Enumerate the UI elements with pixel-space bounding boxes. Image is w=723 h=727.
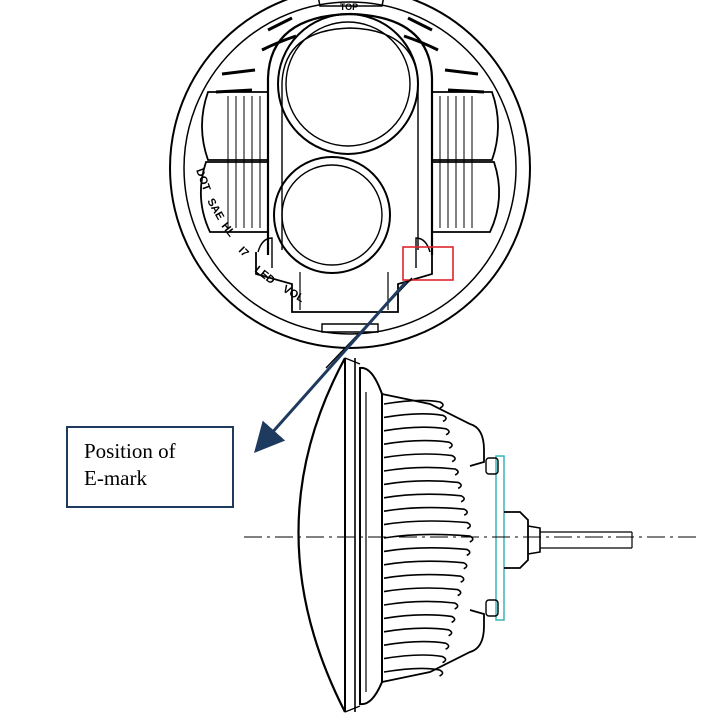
top-notch: [318, 0, 384, 7]
cooling-fin: [383, 413, 447, 423]
center-housing-inner: [281, 27, 419, 250]
side-view: [297, 357, 633, 713]
cooling-fin: [383, 640, 450, 650]
cooling-fin: [383, 466, 459, 476]
rim-marking: DOT: [193, 167, 212, 193]
cooling-fin: [383, 453, 456, 463]
cooling-fin: [383, 426, 450, 436]
cooling-fin: [383, 480, 462, 490]
cooling-fins: [383, 399, 474, 677]
cooling-fin: [383, 614, 456, 624]
bottom-tab: [321, 323, 379, 333]
upper-housing: [381, 393, 485, 467]
body-shell: [359, 366, 383, 706]
rim-marking: VOL: [281, 283, 307, 305]
cooling-fin: [383, 560, 468, 570]
lower-housing: [381, 609, 485, 683]
rim-marking: SAE: [204, 197, 226, 223]
cooling-fin: [383, 399, 444, 409]
upper-lens-inner: [285, 21, 411, 147]
inner-rim: [183, 1, 517, 335]
rim-marking: I7: [236, 245, 251, 260]
callout-box: Position of E-mark: [66, 426, 234, 508]
callout-text: Position of E-mark: [84, 439, 176, 490]
rim-marking: LED: [252, 264, 277, 287]
cable-connector: [504, 511, 529, 569]
upper-lens: [277, 13, 419, 155]
e-mark-highlight-box: [402, 246, 454, 281]
cooling-fin: [383, 587, 462, 597]
cooling-fin: [383, 573, 465, 583]
arrow-to-callout-icon: [254, 281, 408, 453]
lower-lens: [273, 156, 391, 274]
cooling-fin: [383, 627, 453, 637]
cooling-fin: [383, 493, 465, 503]
cooling-fin: [383, 520, 471, 530]
cooling-fin: [383, 600, 459, 610]
lower-mount: [255, 252, 433, 313]
lower-lens-inner: [281, 164, 383, 266]
cooling-fin: [383, 667, 444, 677]
front-view: [169, 0, 531, 349]
cooling-fin: [383, 547, 471, 557]
cooling-fin: [383, 439, 453, 449]
rim-marking: HL: [219, 220, 238, 239]
outer-rim: [169, 0, 531, 349]
lens-dome: [297, 357, 346, 713]
right-reflector: [431, 91, 501, 233]
rear-connector-plate: [495, 455, 505, 621]
cooling-fin: [383, 506, 468, 516]
cooling-fin: [383, 654, 447, 664]
rim-ridges: [215, 16, 485, 94]
left-reflector: [199, 91, 269, 233]
top-label: TOP: [340, 2, 358, 12]
cooling-fin: [383, 533, 474, 543]
